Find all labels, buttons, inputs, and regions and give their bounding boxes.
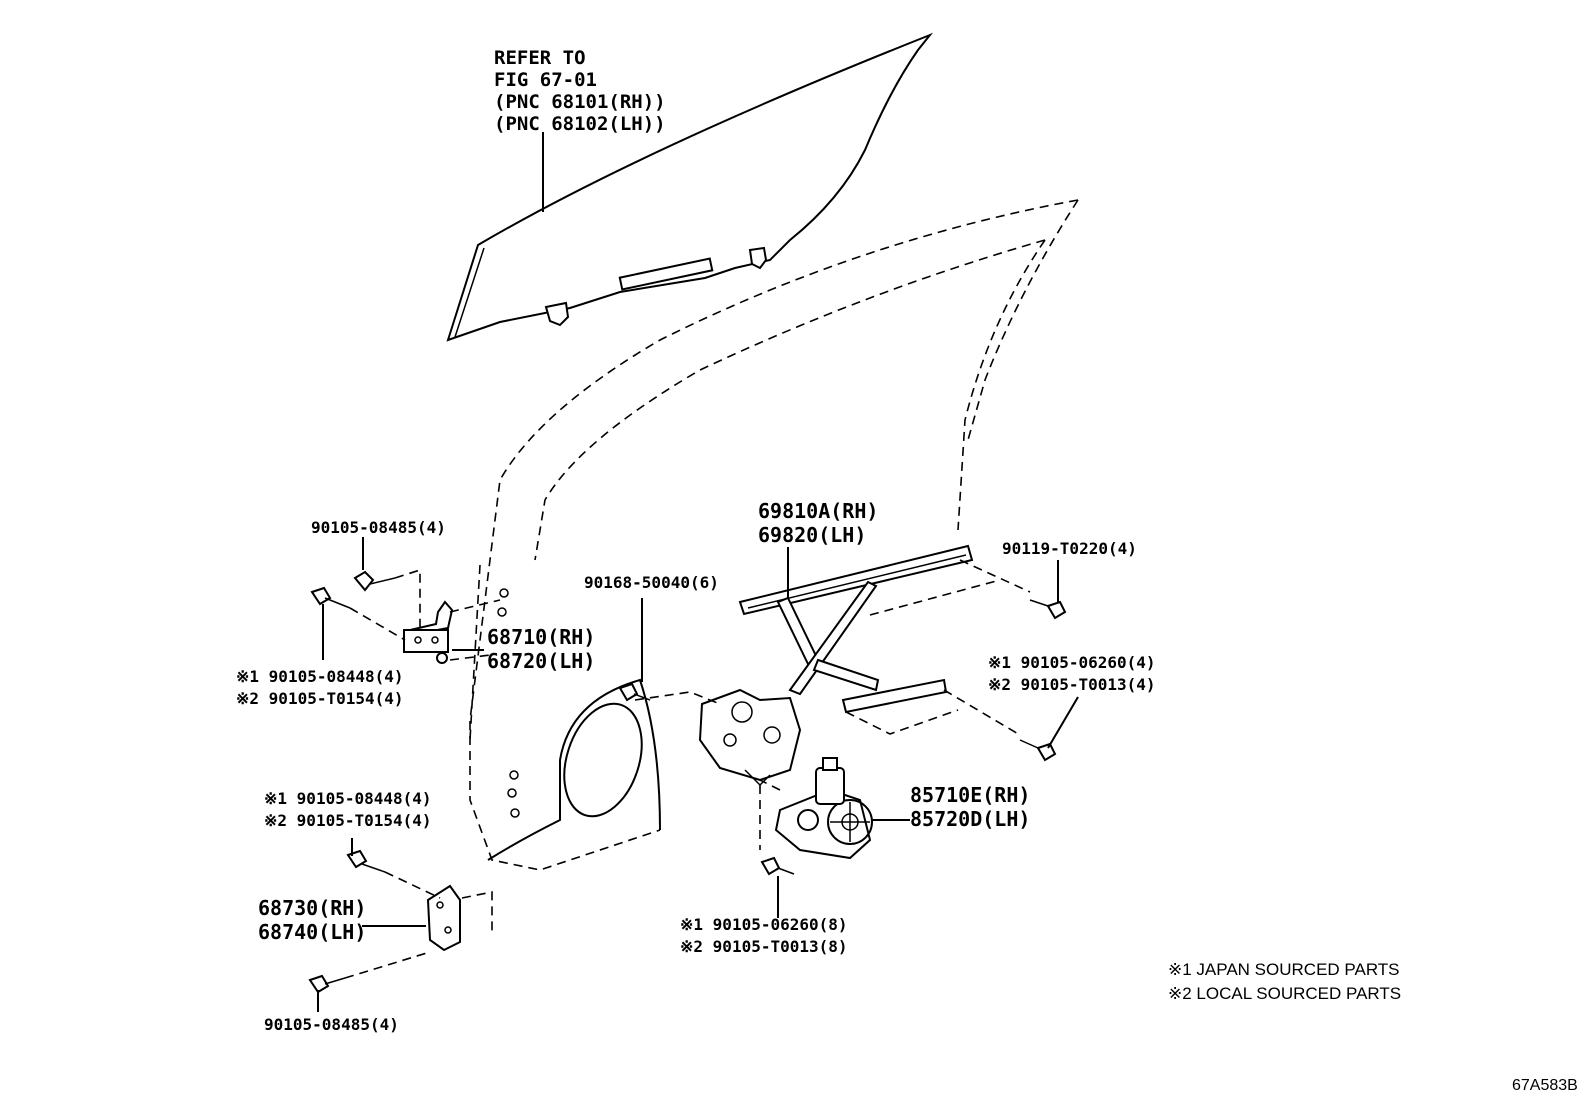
door-glass [446, 32, 934, 342]
glass-reference-text: REFER TO FIG 67-01 (PNC 68101(RH)) (PNC … [494, 47, 666, 135]
legend-note-1: ※1 JAPAN SOURCED PARTS [1168, 960, 1400, 979]
label-regulator-left-bolt: 90168-50040(6) [584, 573, 719, 592]
label-motor-bolt-2: ※2 90105-T0013(8) [680, 937, 848, 956]
label-upper-hinge-side-bolt-2: ※2 90105-T0154(4) [236, 689, 404, 708]
label-regulator-right-bolt-1: ※1 90105-06260(4) [988, 653, 1156, 672]
regulator-motor [759, 757, 873, 876]
glass-ref-line4: (PNC 68102(LH)) [494, 113, 666, 135]
label-lower-hinge-top-bolt-2: ※2 90105-T0154(4) [264, 811, 432, 830]
label-upper-hinge-top-bolt: 90105-08485(4) [311, 518, 446, 537]
door-frame [469, 199, 1079, 871]
figure-id: 67A583B [1512, 1077, 1578, 1094]
label-lower-hinge-top-bolt-1: ※1 90105-08448(4) [264, 789, 432, 808]
glass-ref-line3: (PNC 68101(RH)) [494, 91, 666, 113]
label-lower-hinge-bottom-bolt: 90105-08485(4) [264, 1015, 399, 1034]
label-lower-hinge-rh: 68730(RH) [258, 896, 366, 920]
glass-ref-line1: REFER TO [494, 47, 586, 69]
label-regulator-rh: 69810A(RH) [758, 499, 878, 523]
label-regulator-right-top-bolt: 90119-T0220(4) [1002, 539, 1137, 558]
window-regulator [634, 544, 1031, 787]
label-upper-hinge-lh: 68720(LH) [487, 649, 595, 673]
upper-hinge [310, 568, 501, 664]
regulator-bolts [618, 599, 1067, 762]
label-upper-hinge-rh: 68710(RH) [487, 625, 595, 649]
legend-note-2: ※2 LOCAL SOURCED PARTS [1168, 984, 1401, 1003]
label-regulator-lh: 69820(LH) [758, 523, 866, 547]
sourcing-legend: ※1 JAPAN SOURCED PARTS ※2 LOCAL SOURCED … [1168, 960, 1401, 1003]
label-motor-rh: 85710E(RH) [910, 783, 1030, 807]
label-motor-lh: 85720D(LH) [910, 807, 1030, 831]
glass-ref-line2: FIG 67-01 [494, 69, 597, 91]
label-lower-hinge-lh: 68740(LH) [258, 920, 366, 944]
label-motor-bolt-1: ※1 90105-06260(8) [680, 915, 848, 934]
label-upper-hinge-side-bolt-1: ※1 90105-08448(4) [236, 667, 404, 686]
label-regulator-right-bolt-2: ※2 90105-T0013(4) [988, 675, 1156, 694]
leader-regulator-right-bolt [1047, 696, 1079, 749]
lower-hinge [308, 849, 493, 994]
